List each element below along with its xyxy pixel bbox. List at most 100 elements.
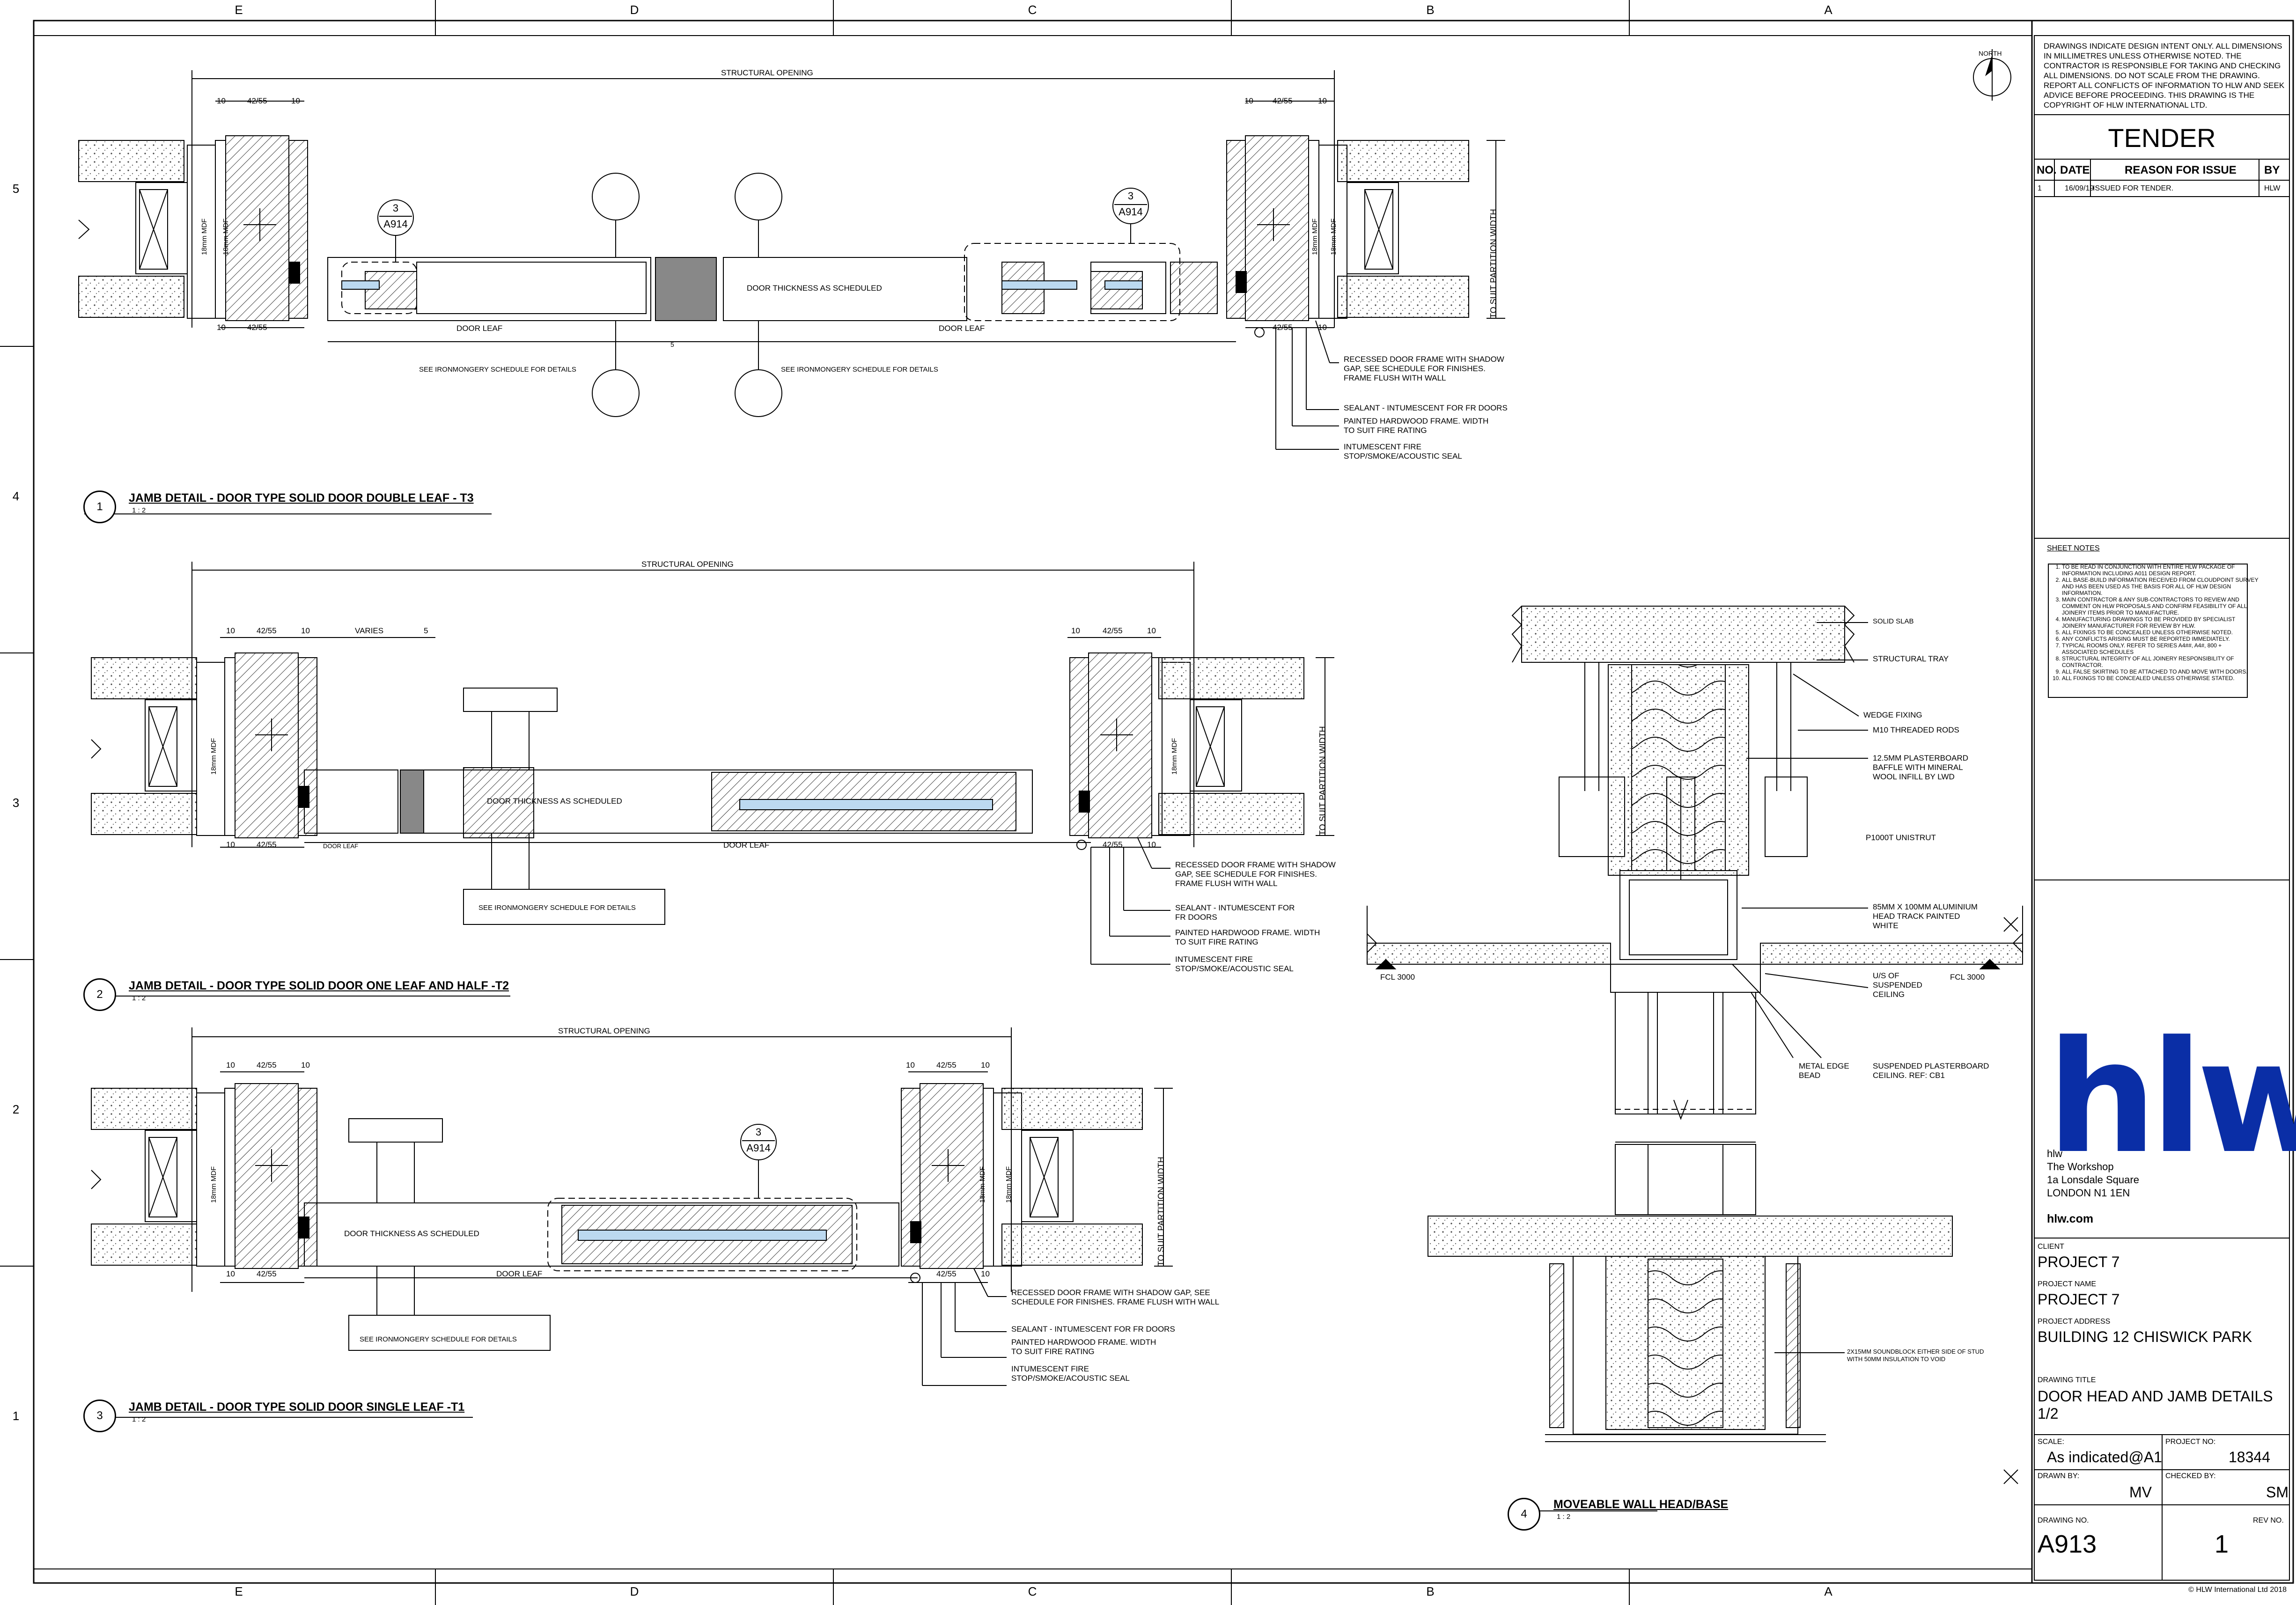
detail-4-number: 4: [1508, 1498, 1540, 1531]
d2-dim-10: 10: [226, 626, 235, 635]
d4-head-track: 85mm x 100mm ALUMINIUM HEAD TRACK PAINTE…: [1873, 902, 1978, 930]
sheet-note: ALL FIXINGS TO BE CONCEALED UNLESS OTHER…: [2062, 629, 2259, 636]
d3-structural-opening: STRUCTURAL OPENING: [558, 1026, 650, 1035]
copyright: © HLW International Ltd 2018: [2188, 1586, 2287, 1594]
sheet-note: MAIN CONTRACTOR & ANY SUB-CONTRACTORS TO…: [2062, 596, 2259, 616]
d2-dim-5: 5: [424, 626, 428, 635]
detail-2-scale: 1 : 2: [132, 994, 146, 1002]
d3-mdf-right-b: 18mm MDF: [1005, 1166, 1013, 1203]
sheet-notes-list: TO BE READ IN CONJUNCTION WITH ENTIRE HL…: [2052, 564, 2259, 682]
d4-wedge-fixing: WEDGE FIXING: [1863, 711, 1922, 719]
d1-mdf-right-b: 18mm MDF: [1330, 218, 1338, 255]
d4-fcl-left: FCL 3000: [1380, 973, 1415, 982]
d1-dim-10d: 10: [1318, 96, 1327, 105]
grid-col-b: B: [1426, 3, 1435, 17]
d1-door-thickness: DOOR THICKNESS AS SCHEDULED: [747, 284, 882, 293]
grid-col-b-bottom: B: [1426, 1584, 1435, 1598]
project-name-value: PROJECT 7: [2038, 1291, 2120, 1308]
d2-dim-10d: 10: [1147, 626, 1156, 635]
issue-header-no: NO.: [2037, 164, 2057, 176]
d1-dim-10b: 10: [291, 96, 300, 105]
d3-painted-frame: PAINTED HARDWOOD FRAME. WIDTH TO SUIT FI…: [1011, 1338, 1156, 1356]
scale-label: SCALE:: [2038, 1438, 2064, 1446]
d2-ironmongery: SEE IRONMONGERY SCHEDULE FOR DETAILS: [478, 904, 636, 912]
d3-dim-4255c: 42/55: [257, 1269, 277, 1278]
issue-row-date: 16/09/19: [2065, 184, 2094, 192]
detail-1-number: 1: [83, 491, 116, 523]
d1-mdf-left: 18mm MDF: [200, 218, 208, 255]
d3-mdf-right: 18mm MDF: [979, 1166, 986, 1203]
issue-header-date: DATE: [2060, 164, 2090, 176]
d2-door-thickness: DOOR THICKNESS AS SCHEDULED: [487, 797, 622, 806]
north-label: NORTH: [1979, 50, 2002, 57]
d3-dim-10: 10: [226, 1061, 235, 1070]
d4-plasterboard-baffle: 12.5mm PLASTERBOARD BAFFLE WITH MINERAL …: [1873, 754, 1969, 781]
checked-by-label: CHECKED BY:: [2165, 1472, 2216, 1480]
d4-fcl-right: FCL 3000: [1950, 973, 1985, 982]
d1-intumescent: INTUMESCENT FIRE STOP/SMOKE/ACOUSTIC SEA…: [1344, 442, 1462, 461]
d3-dim-4255d: 42/55: [936, 1269, 957, 1278]
d3-sealant: SEALANT - INTUMESCENT FOR FR DOORS: [1011, 1325, 1175, 1334]
d1-mdf-left-b: 18mm MDF: [222, 218, 230, 255]
d3-dim-4255: 42/55: [257, 1061, 277, 1070]
client-value: PROJECT 7: [2038, 1253, 2120, 1270]
d1-partition-width: TO SUIT PARTITION WIDTH: [1489, 209, 1498, 318]
d2-recessed-frame: RECESSED DOOR FRAME WITH SHADOW GAP, SEE…: [1175, 860, 1336, 888]
project-no-value: 18344: [2229, 1449, 2270, 1466]
grid-col-c-bottom: C: [1028, 1584, 1037, 1598]
d1-dim-4255: 42/55: [247, 96, 267, 105]
grid-row-4: 4: [12, 489, 20, 503]
d2-door-leaf-small: DOOR LEAF: [323, 843, 359, 850]
d4-suspended-ceiling: SUSPENDED PLASTERBOARD CEILING. REF: CB1: [1873, 1062, 1989, 1080]
company-web[interactable]: hlw.com: [2047, 1212, 2093, 1226]
rev-no-label: REV NO.: [2253, 1517, 2284, 1524]
sheet-note: STRUCTURAL INTEGRITY OF ALL JOINERY RESP…: [2062, 655, 2259, 668]
company-address-3: LONDON N1 1EN: [2047, 1187, 2130, 1199]
d2-dim-4255: 42/55: [257, 626, 277, 635]
detail-4-linework: [1367, 606, 2023, 1511]
grid-col-e: E: [235, 3, 243, 17]
d2-varies: VARIES: [355, 626, 384, 635]
d3-dim-10c: 10: [906, 1061, 915, 1070]
d1-dim-10e: 10: [217, 323, 226, 332]
d4-soundblock: 2x15mm SOUNDBLOCK EITHER SIDE OF STUD WI…: [1847, 1348, 1984, 1363]
d2-painted-frame: PAINTED HARDWOOD FRAME. WIDTH TO SUIT FI…: [1175, 928, 1320, 946]
detail-1-scale: 1 : 2: [132, 506, 146, 514]
d1-structural-opening: STRUCTURAL OPENING: [721, 68, 813, 77]
d3-door-leaf: DOOR LEAF: [496, 1269, 543, 1278]
issue-row-reason: ISSUED FOR TENDER.: [2093, 184, 2174, 192]
project-name-label: PROJECT NAME: [2038, 1280, 2097, 1288]
d3-dim-10f: 10: [981, 1269, 990, 1278]
d2-partition-width: TO SUIT PARTITION WIDTH: [1318, 726, 1327, 835]
d3-dim-10b: 10: [301, 1061, 310, 1070]
company-address-1: The Workshop: [2047, 1161, 2114, 1173]
d2-dim-10b: 10: [301, 626, 310, 635]
detail-1-linework: [78, 70, 1505, 514]
issue-header-reason: REASON FOR ISSUE: [2125, 164, 2237, 176]
general-notes: DRAWINGS INDICATE DESIGN INTENT ONLY. AL…: [2044, 42, 2285, 110]
d4-unistrut: P1000T UNISTRUT: [1866, 833, 1936, 842]
client-label: CLIENT: [2038, 1243, 2064, 1251]
d1-dim-10c: 10: [1244, 96, 1253, 105]
d2-dim-10f: 10: [1147, 840, 1156, 849]
project-address-label: PROJECT ADDRESS: [2038, 1318, 2111, 1326]
detail-3-linework: [84, 1027, 1173, 1418]
checked-by-value: SM: [2266, 1484, 2289, 1501]
company-address-2: 1a Lonsdale Square: [2047, 1174, 2139, 1186]
grid-col-a: A: [1824, 3, 1832, 17]
drawn-by-value: MV: [2129, 1484, 2152, 1501]
grid-row-2: 2: [12, 1102, 20, 1116]
d1-dim-10: 10: [217, 96, 226, 105]
grid-col-e-bottom: E: [235, 1584, 243, 1598]
drawn-by-label: DRAWN BY:: [2038, 1472, 2080, 1480]
d1-ref-sheet-left: A914: [383, 218, 408, 230]
detail-3-scale: 1 : 2: [132, 1415, 146, 1423]
d1-ref-sheet-right: A914: [1119, 206, 1143, 218]
company-name: hlw: [2047, 1148, 2063, 1159]
sheet-notes-title: SHEET NOTES: [2047, 544, 2100, 552]
d2-mdf-right: 18mm MDF: [1170, 738, 1178, 775]
hlw-logo: hlw: [2047, 1008, 2296, 1187]
sheet-note: TYPICAL ROOMS ONLY. REFER TO SERIES A4##…: [2062, 642, 2259, 655]
